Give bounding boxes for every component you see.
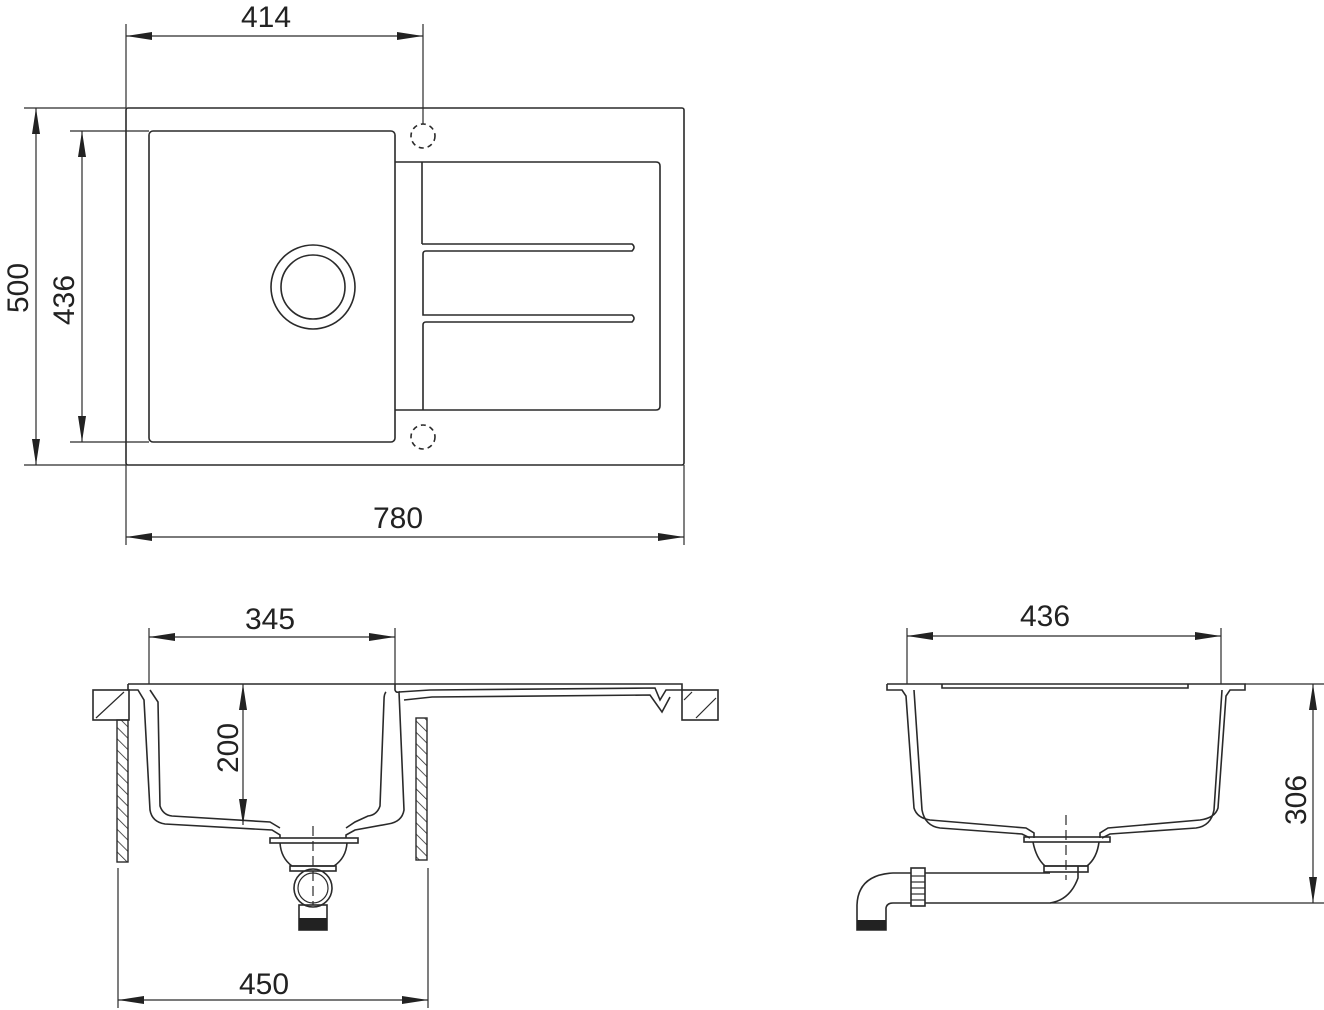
drainboard-outline <box>395 161 661 411</box>
tap-hole-marker-bottom-icon <box>410 424 436 450</box>
dim-345-label: 345 <box>245 603 295 636</box>
top-view: 414 500 436 780 <box>2 1 685 545</box>
drainboard-groove <box>422 243 635 410</box>
dim-436-top-label: 436 <box>48 275 81 325</box>
cabinet-wall-right <box>415 717 428 861</box>
dim-200-label: 200 <box>212 723 245 773</box>
side-section-view: 436 306 <box>856 600 1324 931</box>
dim-500-label: 500 <box>2 263 35 313</box>
dim-780-label: 780 <box>373 502 423 535</box>
sink-outline <box>125 107 685 466</box>
siphon-nut <box>910 867 926 907</box>
drain-hole-inner-icon <box>280 254 346 320</box>
cabinet-wall-left <box>116 719 129 863</box>
waste-trap-icon <box>293 868 333 908</box>
countertop-right <box>681 689 719 721</box>
strainer-flange <box>269 837 359 844</box>
bowl-section-outer <box>127 683 683 838</box>
dim-450-label: 450 <box>239 968 289 1001</box>
drain-hole-icon <box>270 244 356 330</box>
dim-436-side-label: 436 <box>1020 600 1070 633</box>
countertop-left <box>92 689 130 721</box>
dim-306-label: 306 <box>1280 775 1313 825</box>
front-section-view: 345 200 450 <box>92 603 719 1008</box>
dim-414-label: 414 <box>241 1 291 34</box>
side-bowl-section <box>886 683 1246 838</box>
bowl-outline <box>148 130 396 443</box>
tap-hole-marker-top-icon <box>410 123 436 149</box>
